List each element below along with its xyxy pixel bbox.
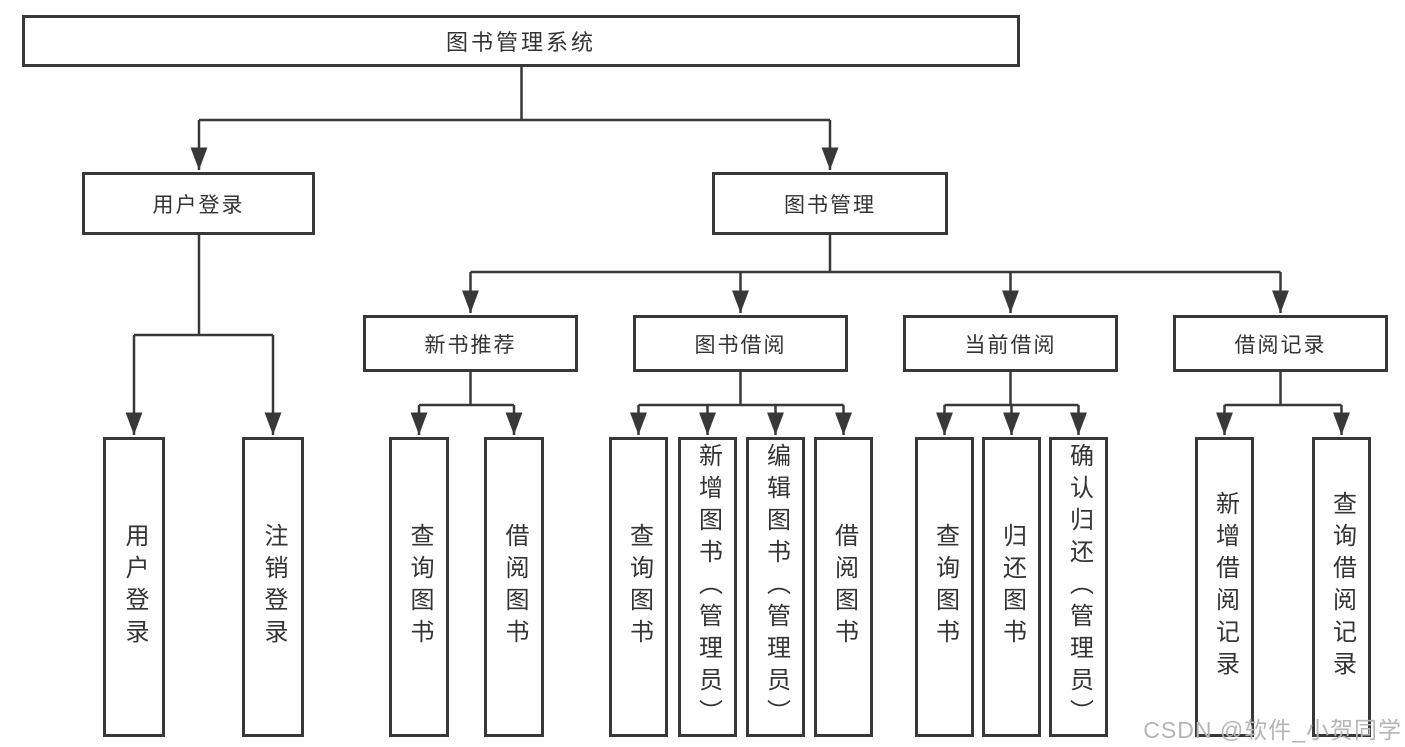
- node-label: 归还图书: [998, 523, 1026, 651]
- node-return-books: 归还图书: [982, 437, 1041, 737]
- node-label: 新增借阅记录: [1211, 491, 1239, 683]
- node-label: 图书管理: [784, 193, 876, 217]
- node-label: 借阅记录: [1234, 333, 1327, 357]
- node-label: 当前借阅: [964, 333, 1057, 357]
- node-borrow-books-borrow: 借阅图书: [814, 437, 873, 737]
- node-book-management: 图书管理: [712, 172, 948, 235]
- node-label: 编辑图书（管理员）: [762, 443, 790, 731]
- node-label: 用户登录: [152, 193, 245, 217]
- node-add-books-admin: 新增图书（管理员）: [678, 437, 737, 737]
- node-query-books-current: 查询图书: [915, 437, 974, 737]
- node-query-books-newbook: 查询图书: [389, 437, 449, 737]
- node-label: 注销登录: [260, 523, 287, 651]
- node-label: 图书借阅: [694, 333, 787, 357]
- node-label: 借阅图书: [830, 523, 858, 651]
- node-label: 查询借阅记录: [1328, 491, 1356, 683]
- node-label: 用户登录: [121, 523, 148, 651]
- node-borrowing-records: 借阅记录: [1173, 315, 1388, 372]
- node-current-borrowing: 当前借阅: [903, 315, 1118, 372]
- node-query-books-borrow: 查询图书: [609, 437, 668, 737]
- node-user-login: 用户登录: [82, 172, 315, 235]
- tree-trunk-lines: [134, 67, 1342, 407]
- node-book-management-system: 图书管理系统: [22, 15, 1020, 67]
- node-label: 新书推荐: [424, 333, 517, 357]
- node-label: 查询图书: [625, 523, 653, 651]
- node-label: 查询图书: [406, 523, 433, 651]
- node-label: 确认归还（管理员）: [1065, 443, 1093, 731]
- node-borrow-books-newbook: 借阅图书: [484, 437, 544, 737]
- node-label: 查询图书: [931, 523, 959, 651]
- node-label: 新增图书（管理员）: [694, 443, 722, 731]
- node-user-login-leaf: 用户登录: [103, 437, 165, 737]
- node-edit-books-admin: 编辑图书（管理员）: [746, 437, 805, 737]
- node-book-borrowing: 图书借阅: [633, 315, 848, 372]
- node-add-borrow-record: 新增借阅记录: [1195, 437, 1254, 737]
- node-label: 借阅图书: [501, 523, 528, 651]
- node-label: 图书管理系统: [445, 30, 596, 55]
- node-confirm-return-admin: 确认归还（管理员）: [1049, 437, 1108, 737]
- node-query-borrow-record: 查询借阅记录: [1312, 437, 1371, 737]
- csdn-watermark: CSDN @软件_小贺同学: [1143, 717, 1402, 743]
- node-new-book-recommendation: 新书推荐: [363, 315, 578, 372]
- node-logout-leaf: 注销登录: [242, 437, 304, 737]
